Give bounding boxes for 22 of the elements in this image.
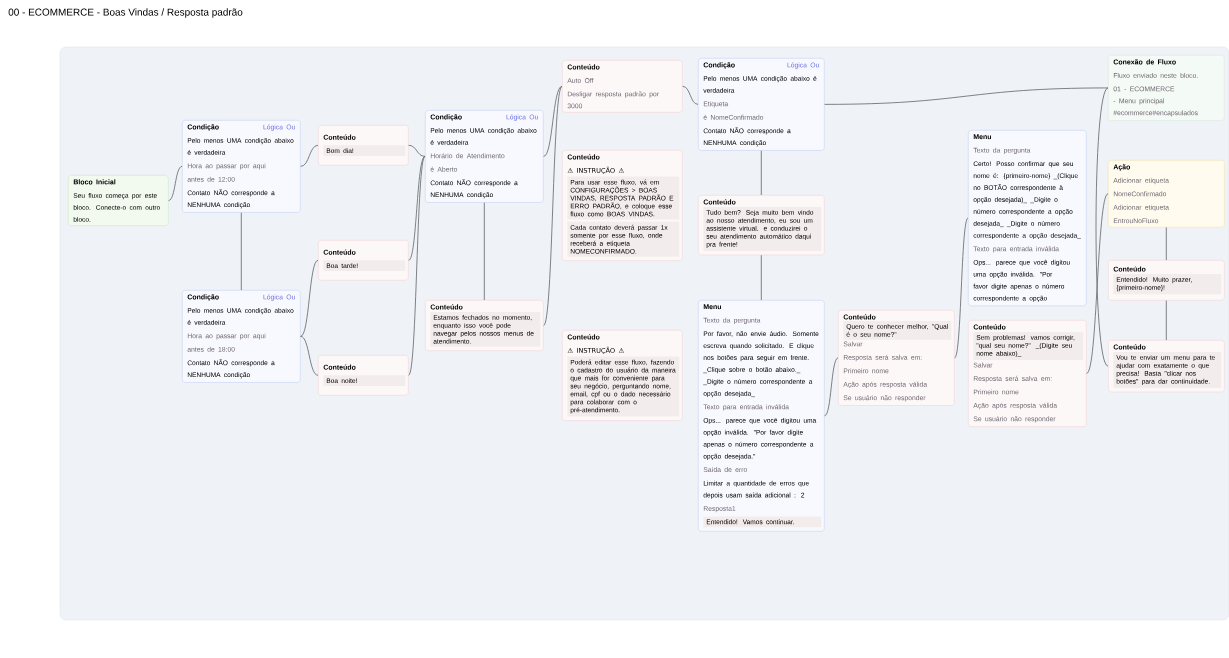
connector-line [760,150,762,196]
page-title: 00 - ECOMMERCE - Boas Vindas / Resposta padrão [8,8,243,18]
connector-line [408,155,426,376]
connector-line [168,165,183,201]
connector-line [543,85,563,326]
connector-line [1165,227,1167,261]
connector-line [760,254,762,301]
connector-line [543,85,563,157]
connector-line [300,335,319,376]
connector-line [408,155,426,261]
connector-line [1086,193,1109,374]
connector-line [954,217,969,359]
connector-line [300,144,319,167]
connector-line [824,357,839,417]
connector-line [408,144,426,157]
connector-line [1165,300,1167,341]
connector-line [1095,87,1109,367]
connector-line [824,87,1109,105]
connector-line [300,259,319,337]
connector-line [483,202,485,301]
connector-line [682,85,699,105]
connector-line [240,212,242,291]
